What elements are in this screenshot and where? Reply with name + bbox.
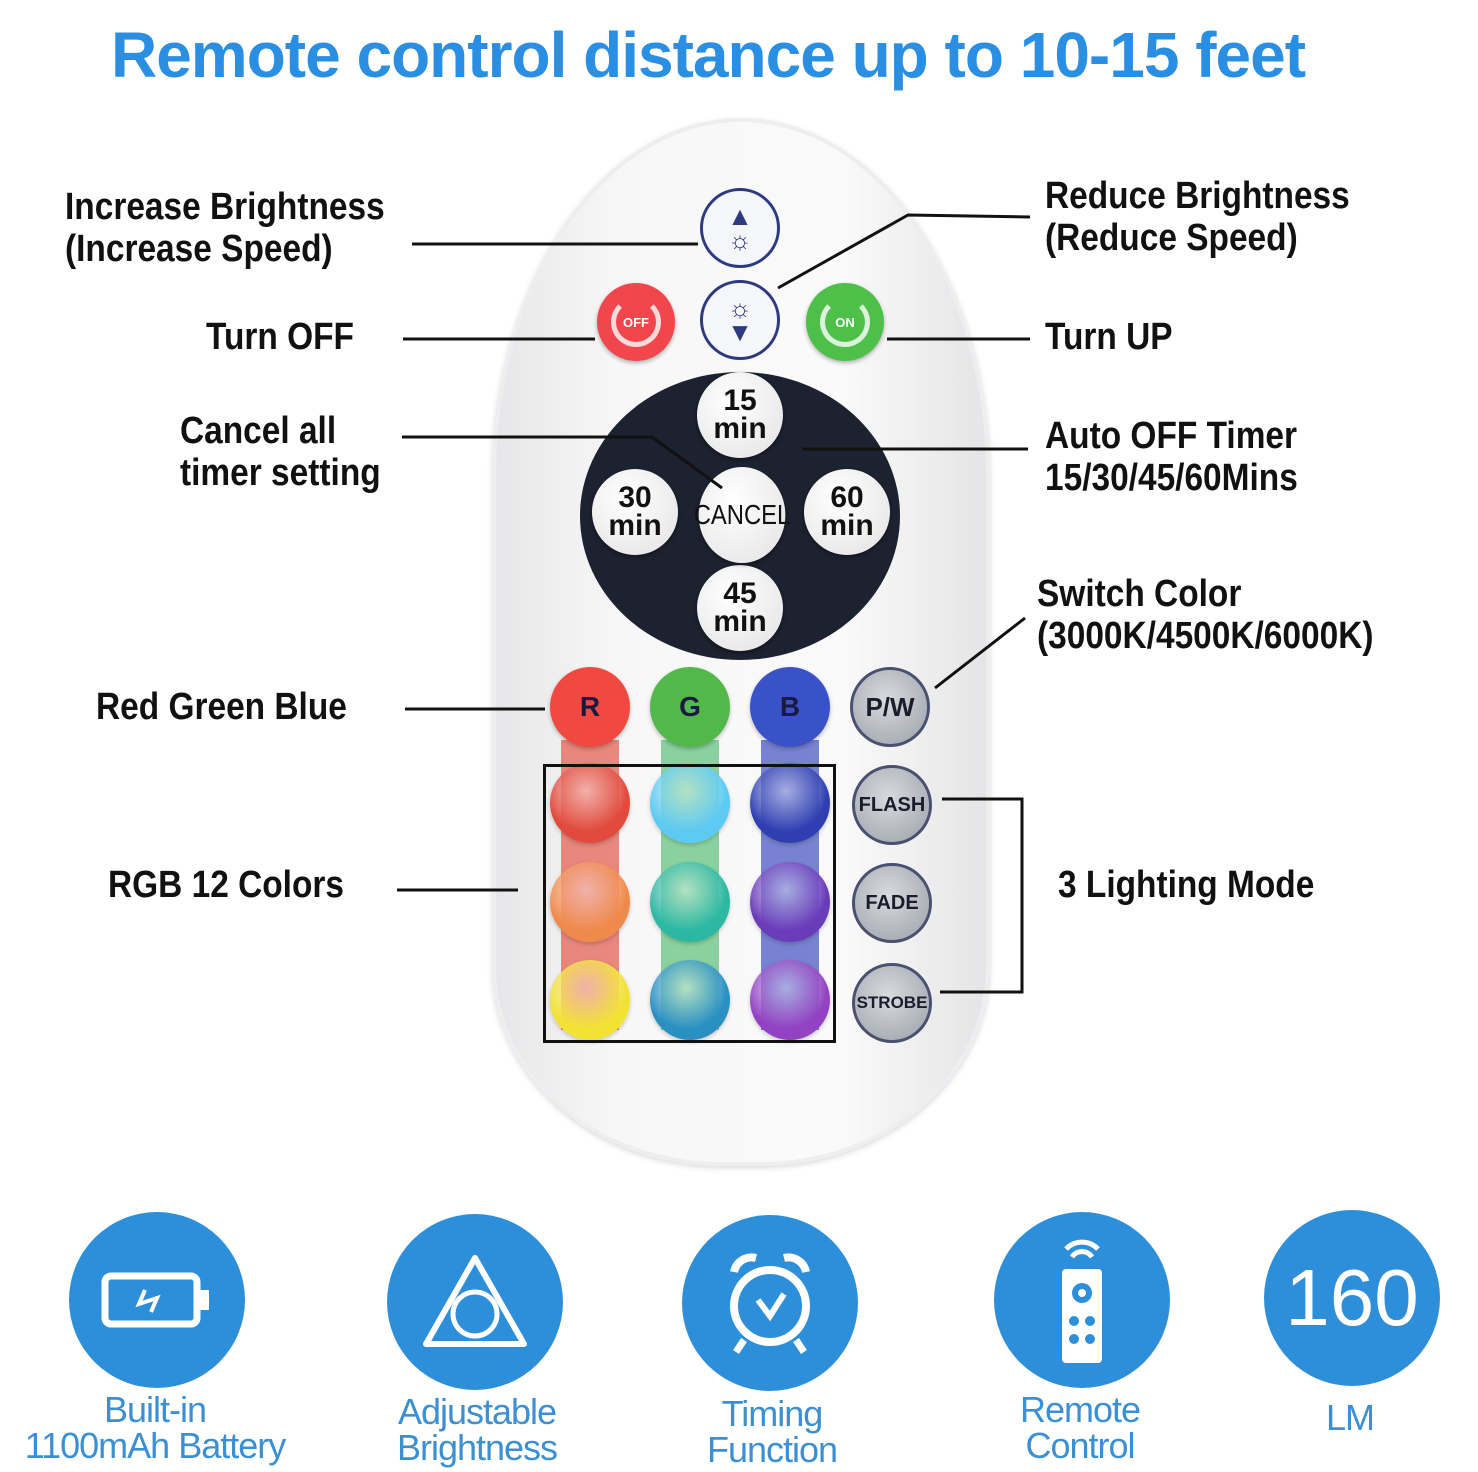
label-line: Reduce Brightness	[1045, 175, 1350, 217]
pw-button[interactable]: P/W	[850, 667, 930, 747]
label-line: Switch Color	[1037, 573, 1242, 615]
timer-unit: min	[820, 509, 874, 542]
label-line: LM	[1325, 1397, 1375, 1438]
label-line: Increase Brightness	[65, 186, 385, 228]
label-line: Control	[1025, 1425, 1135, 1466]
label-line: (Reduce Speed)	[1045, 217, 1298, 259]
remote-feature-badge	[994, 1212, 1170, 1388]
leader-line	[934, 616, 1026, 690]
reduce-brightness-button[interactable]: ☼▼	[700, 280, 780, 360]
label-line: 1100mAh Battery	[24, 1425, 286, 1466]
battery-icon	[101, 1272, 209, 1328]
color-button[interactable]	[550, 763, 630, 843]
label-line: (3000K/4500K/6000K)	[1037, 615, 1374, 657]
flash-button[interactable]: FLASH	[852, 765, 932, 845]
label-line: (Increase Speed)	[65, 228, 333, 270]
power-off-button[interactable]: OFF	[597, 283, 675, 361]
alarm-clock-icon	[730, 1253, 810, 1354]
power-on-button[interactable]: ON	[806, 283, 884, 361]
color-button[interactable]	[750, 763, 830, 843]
color-button[interactable]	[650, 862, 730, 942]
feature-label-lumens: LM	[1325, 1397, 1375, 1438]
power-icon: ON	[820, 297, 870, 347]
color-button[interactable]	[650, 960, 730, 1040]
sun-icon: ☼	[728, 293, 752, 323]
label-line: Brightness	[396, 1427, 558, 1468]
label-rgb: Red Green Blue	[96, 686, 347, 728]
color-button[interactable]	[650, 763, 730, 843]
chevron-down-icon: ▼	[727, 317, 753, 347]
label-increase-brightness: Increase Brightness(Increase Speed)	[65, 186, 385, 270]
green-button[interactable]: G	[650, 667, 730, 747]
timer-value: 15	[723, 384, 757, 417]
leader-line	[940, 797, 1024, 994]
label-line: Cancel all	[180, 410, 337, 452]
blue-button[interactable]: B	[750, 667, 830, 747]
label-line: Auto OFF Timer	[1045, 415, 1298, 457]
timer-unit: min	[713, 605, 767, 638]
label-line: Remote	[1019, 1389, 1141, 1430]
label-line: 15/30/45/60Mins	[1045, 457, 1298, 499]
color-button[interactable]	[550, 862, 630, 942]
label-line: Function	[706, 1429, 838, 1470]
timer-value: 30	[618, 481, 652, 514]
chevron-up-icon: ▲	[727, 201, 753, 231]
fade-button[interactable]: FADE	[852, 863, 932, 943]
sun-icon: ☼	[728, 225, 752, 255]
power-icon: OFF	[611, 297, 661, 347]
label-switch-color: Switch Color(3000K/4500K/6000K)	[1037, 573, 1373, 657]
label-line: Adjustable	[397, 1391, 557, 1432]
page-title: Remote control distance up to 10-15 feet	[110, 19, 1306, 91]
brightness-feature-badge	[387, 1214, 563, 1390]
color-button[interactable]	[550, 960, 630, 1040]
leader-lines	[397, 213, 1031, 994]
label-line: timer setting	[180, 452, 381, 494]
timer-unit: min	[713, 412, 767, 445]
timer-unit: min	[608, 509, 662, 542]
color-button[interactable]	[750, 862, 830, 942]
color-grid-frame	[543, 764, 836, 1043]
label-lighting-modes: 3 Lighting Mode	[1058, 864, 1315, 906]
brightness-icon	[423, 1255, 527, 1347]
increase-brightness-button[interactable]: ▲☼	[700, 188, 780, 268]
strobe-button[interactable]: STROBE	[852, 963, 932, 1043]
label-line: Timing	[721, 1393, 824, 1434]
timer-value: 45	[723, 577, 757, 610]
lumens-feature-badge: 160	[1264, 1210, 1440, 1386]
label-line: Built-in	[103, 1389, 207, 1430]
leader-line	[777, 213, 1031, 290]
label-reduce-brightness: Reduce Brightness(Reduce Speed)	[1045, 175, 1350, 259]
remote-icon	[1062, 1239, 1102, 1363]
color-button[interactable]	[750, 960, 830, 1040]
label-turn-off: Turn OFF	[206, 316, 354, 358]
timing-feature-badge	[682, 1215, 858, 1391]
power-on-label: ON	[835, 314, 855, 330]
label-turn-up: Turn UP	[1045, 316, 1173, 358]
timer-value: 60	[830, 481, 864, 514]
lumens-value: 160	[1285, 1253, 1419, 1342]
label-rgb-12: RGB 12 Colors	[108, 864, 344, 906]
power-off-label: OFF	[623, 314, 649, 330]
battery-feature-badge	[69, 1212, 245, 1388]
red-button[interactable]: R	[550, 667, 630, 747]
leader-line	[402, 435, 723, 490]
